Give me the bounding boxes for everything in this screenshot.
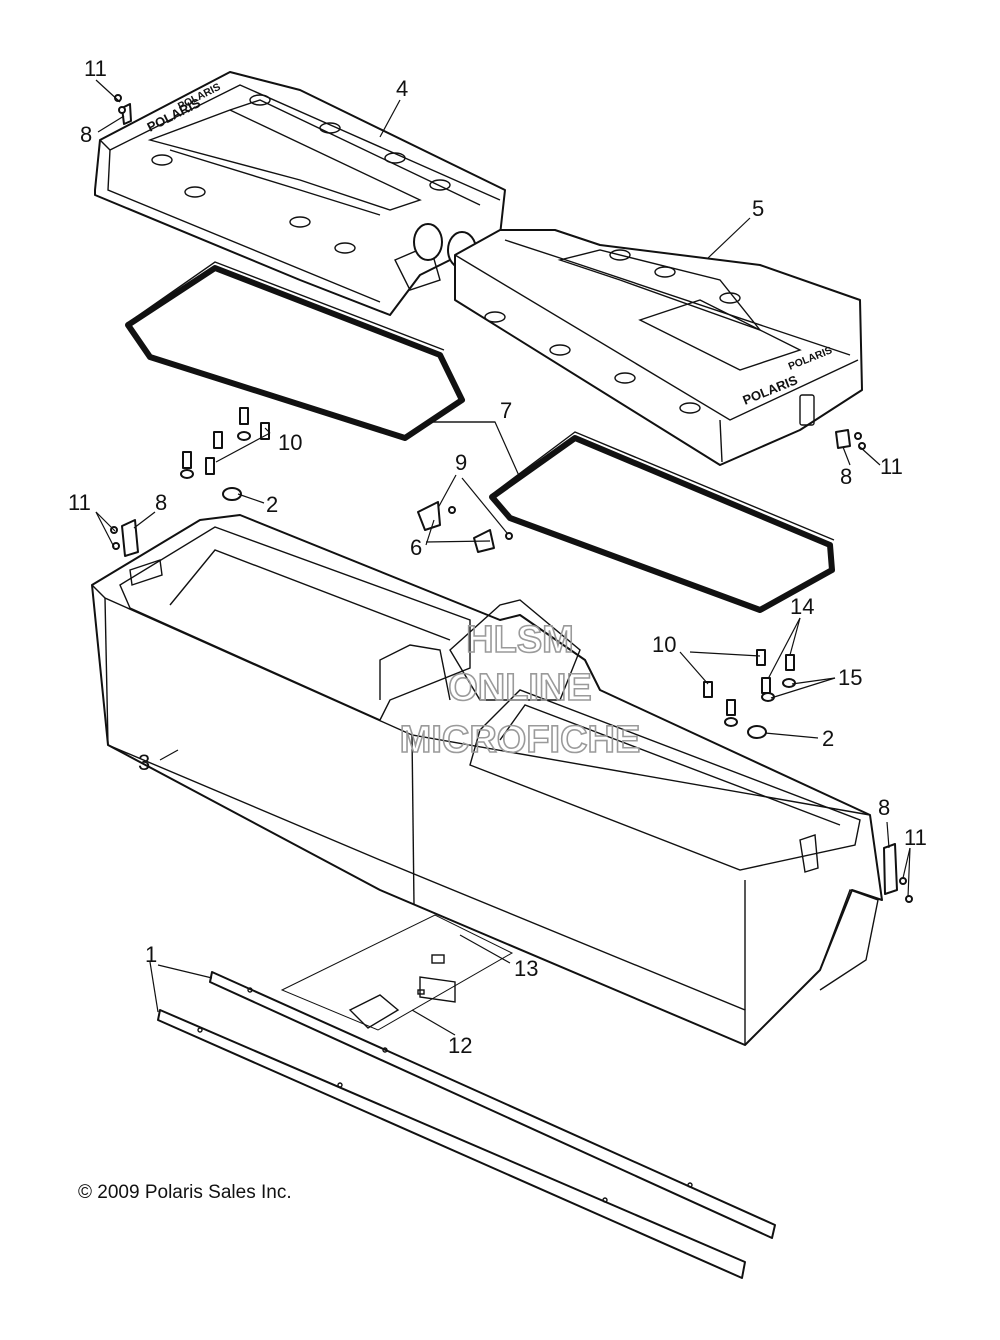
watermark-line-2: ONLINE	[448, 667, 592, 709]
callout-12: 12	[448, 1033, 472, 1058]
callout-10-left: 10	[278, 430, 302, 455]
callout-2-right: 2	[822, 726, 834, 751]
callout-5: 5	[752, 196, 764, 221]
watermark-line-1: HLSM	[466, 619, 574, 661]
callout-6: 6	[410, 535, 422, 560]
callout-11-right: 11	[904, 825, 927, 850]
callout-13: 13	[514, 956, 538, 981]
callout-10-right: 10	[652, 632, 676, 657]
callout-8-left: 8	[155, 490, 167, 515]
lid-seal-part-7-left	[125, 261, 465, 441]
callout-9: 9	[455, 450, 467, 475]
callout-11-top-left: 11	[84, 56, 107, 81]
callout-11-right-lid: 11	[880, 454, 903, 479]
callout-4: 4	[396, 76, 408, 101]
right-lid-part-5: POLARIS POLARIS	[454, 229, 863, 466]
callout-1: 1	[145, 942, 157, 967]
latch-part-8	[121, 103, 898, 895]
left-lid-part-4: POLARIS POLARIS	[94, 71, 506, 316]
lid-seal-part-7-right	[489, 431, 835, 613]
callout-11-left: 11	[68, 490, 91, 515]
callout-8-right: 8	[878, 795, 890, 820]
callout-8-right-lid: 8	[840, 464, 852, 489]
callout-14: 14	[790, 594, 814, 619]
rail-part-1	[157, 971, 776, 1279]
storage-box-part-3	[91, 514, 883, 1046]
watermark-line-3: MICROFICHE	[400, 719, 641, 761]
watermark: HLSM ONLINE MICROFICHE	[399, 618, 641, 762]
copyright-notice: © 2009 Polaris Sales Inc.	[78, 1182, 292, 1203]
callout-labels: 11 8 4 5 7 9 6 10 2 11 8 8 11 14 10 15 2…	[68, 56, 927, 1058]
callout-7: 7	[500, 398, 512, 423]
callout-3: 3	[138, 750, 150, 775]
leader-lines	[95, 79, 911, 1036]
hinge-part-6	[417, 501, 495, 553]
callout-15: 15	[838, 665, 862, 690]
callout-8-top-left: 8	[80, 122, 92, 147]
callout-2-left: 2	[266, 492, 278, 517]
decal-sheet-parts-12-13	[280, 914, 514, 1031]
